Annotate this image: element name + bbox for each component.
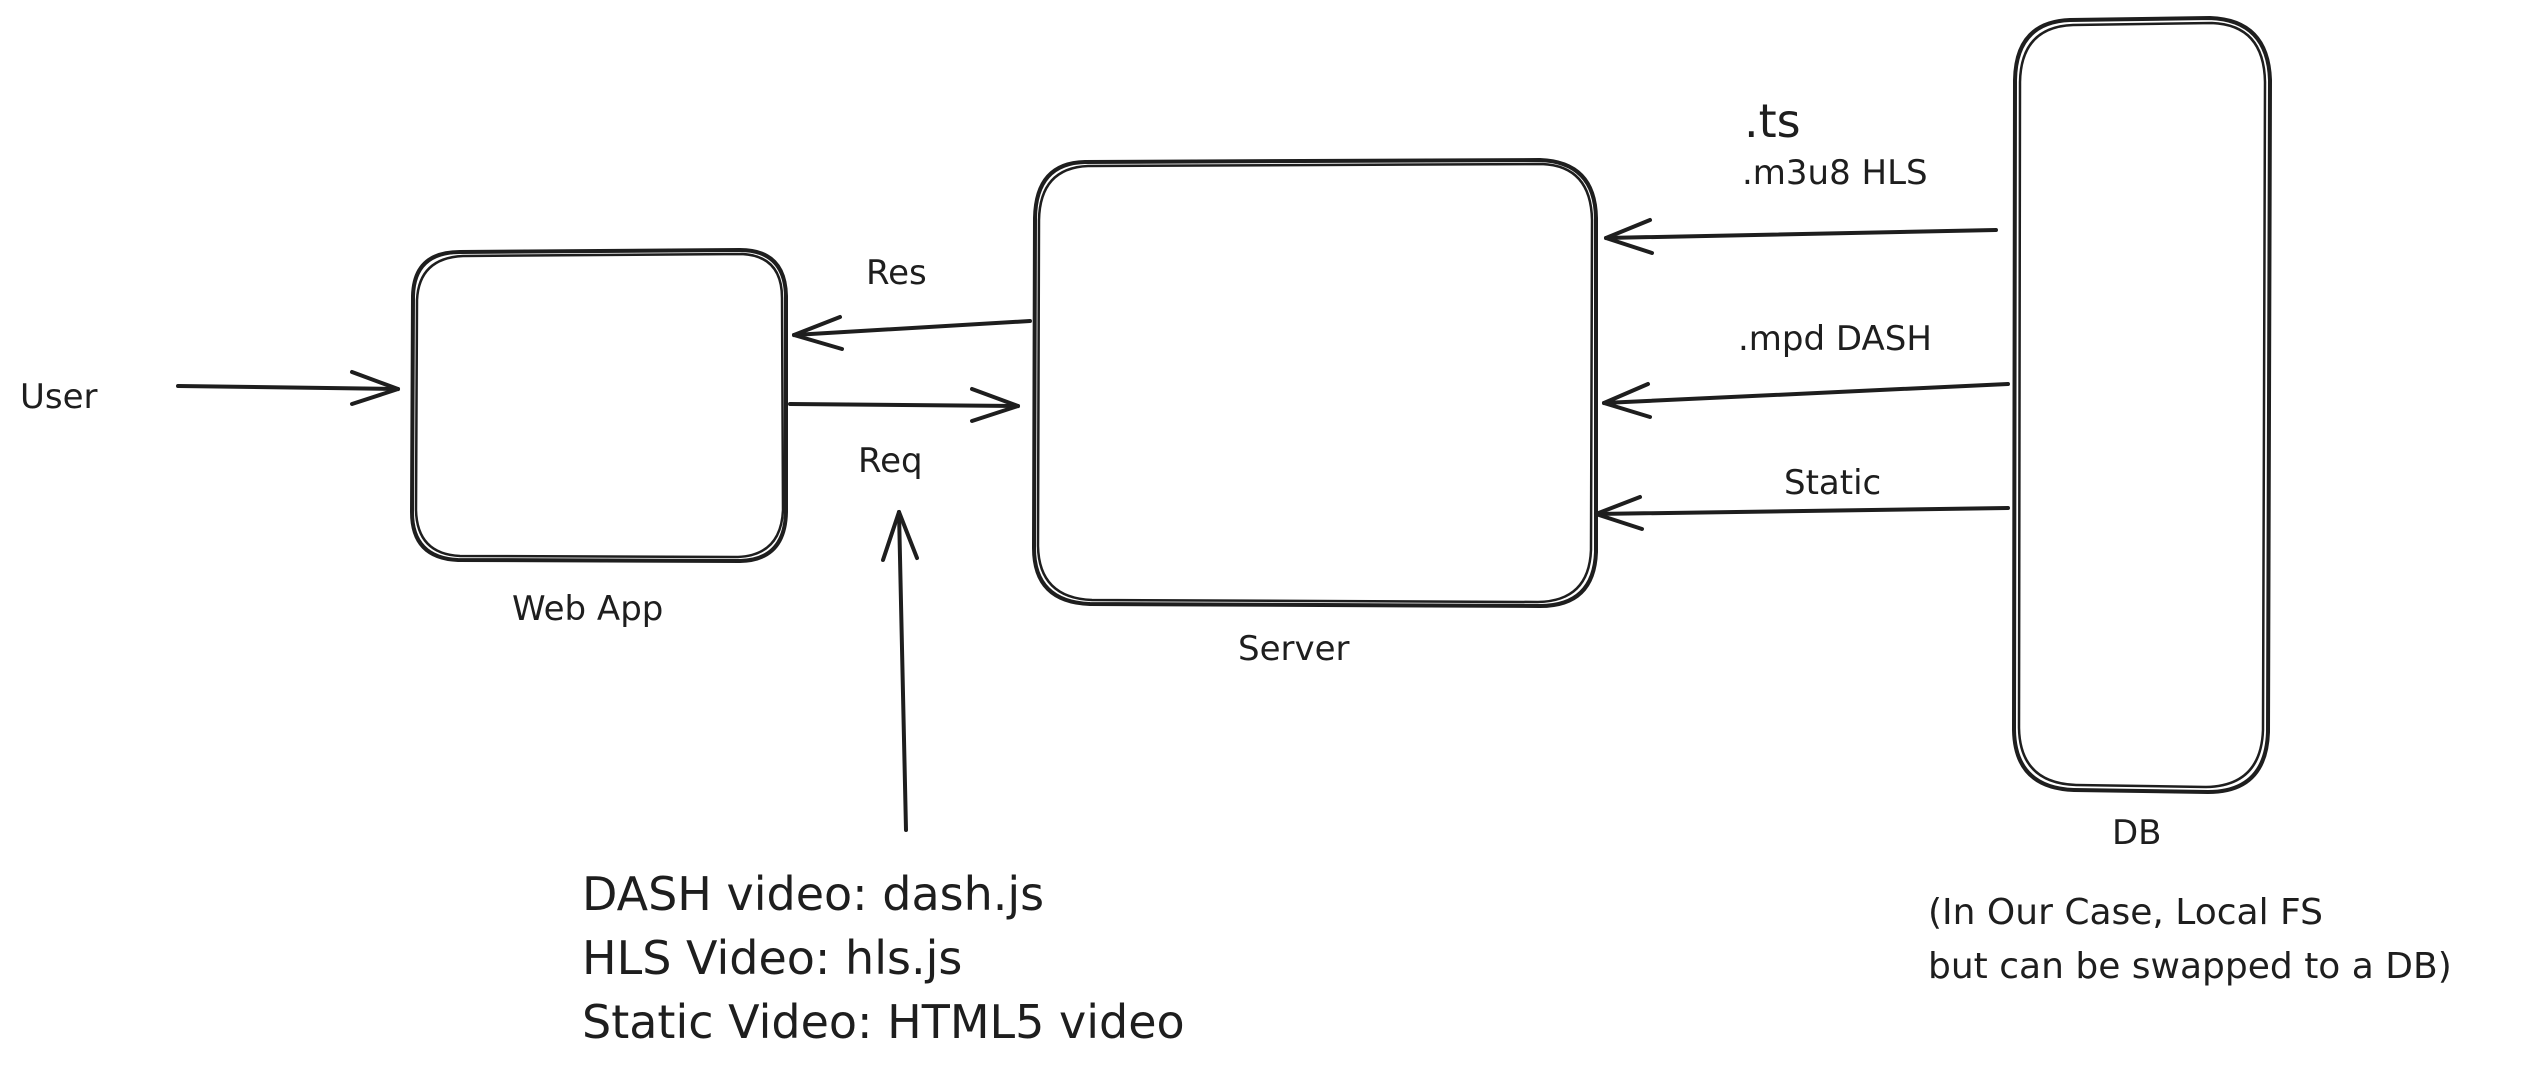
players-note-line: Static Video: HTML5 video	[582, 995, 1185, 1049]
arrow-user-webapp	[176, 370, 400, 406]
arrow-dash	[1602, 382, 2010, 419]
arrow-res	[792, 315, 1032, 351]
db-label: DB	[2112, 813, 2162, 853]
players-note-line: HLS Video: hls.js	[582, 931, 963, 985]
req-label: Req	[858, 441, 923, 481]
arrow-req	[788, 387, 1020, 423]
players-note: DASH video: dash.js HLS Video: hls.js St…	[582, 862, 1185, 1054]
db-box-stroke-2	[2017, 21, 2267, 789]
server-box	[1032, 158, 1598, 608]
arrow-hls	[1604, 218, 1998, 255]
db-box	[2012, 16, 2272, 794]
webapp-box-stroke-2	[414, 252, 785, 559]
players-note-line: DASH video: dash.js	[582, 867, 1045, 921]
db-note-line: (In Our Case, Local FS	[1928, 892, 2323, 933]
arrow-players-req	[881, 510, 919, 832]
static-label: Static	[1784, 463, 1882, 503]
hls-label: .m3u8 HLS	[1742, 153, 1928, 193]
arrow-static	[1594, 495, 2010, 531]
db-note-line: but can be swapped to a DB)	[1928, 946, 2452, 987]
server-box-stroke-2	[1036, 162, 1594, 604]
dash-label: .mpd DASH	[1738, 319, 1932, 359]
webapp-label: Web App	[512, 589, 664, 629]
res-label: Res	[866, 253, 927, 293]
server-label: Server	[1238, 629, 1350, 669]
user-label: User	[20, 377, 98, 417]
db-note: (In Our Case, Local FS but can be swappe…	[1928, 886, 2452, 994]
webapp-box	[410, 248, 788, 563]
ts-label: .ts	[1744, 94, 1801, 148]
